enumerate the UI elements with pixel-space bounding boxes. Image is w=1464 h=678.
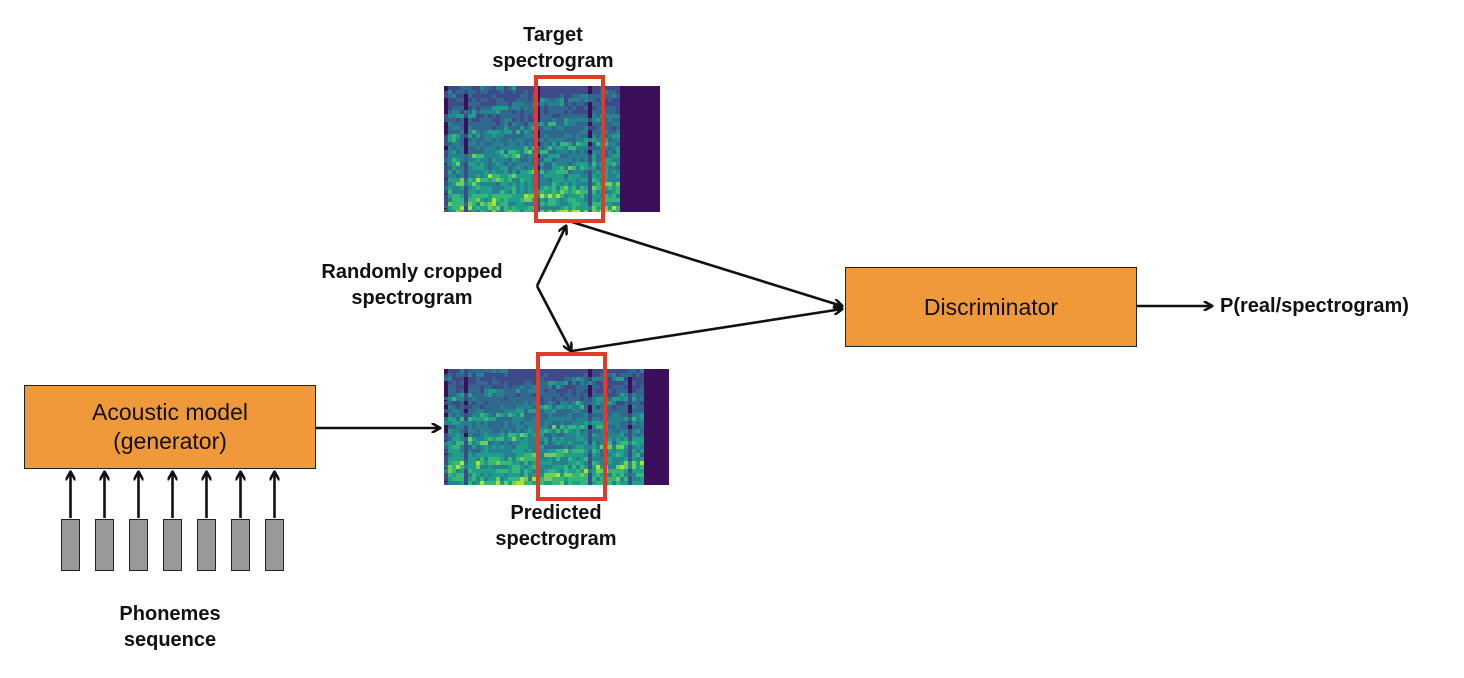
phoneme-token	[197, 519, 216, 571]
acoustic-model-line1: Acoustic model	[92, 399, 248, 425]
output-label: P(real/spectrogram)	[1220, 293, 1456, 319]
predicted-spectrogram-label: Predicted spectrogram	[468, 500, 644, 552]
phonemes-label: Phonemes sequence	[80, 601, 260, 653]
random-crop-line1: Randomly cropped	[321, 261, 503, 283]
arrow-predicted-to-discriminator	[571, 309, 842, 353]
acoustic-model-box: Acoustic model (generator)	[24, 385, 316, 469]
target-label-line2: spectrogram	[492, 50, 614, 72]
arrow-crop-to-target	[535, 226, 566, 287]
discriminator-label: Discriminator	[923, 293, 1059, 320]
phoneme-token	[265, 519, 284, 571]
output-text: P(real/spectrogram)	[1220, 295, 1409, 317]
discriminator-box: Discriminator	[845, 267, 1137, 347]
predicted-crop-box	[536, 352, 607, 501]
phoneme-token	[129, 519, 148, 571]
random-crop-line2: spectrogram	[351, 287, 473, 309]
arrow-crop-to-predicted	[535, 285, 571, 351]
target-crop-box	[534, 75, 605, 223]
acoustic-model-line2: (generator)	[113, 428, 227, 454]
arrow-target-to-discriminator	[571, 220, 842, 306]
predicted-label-line2: spectrogram	[495, 528, 617, 550]
predicted-spectrogram	[444, 369, 669, 485]
predicted-label-line1: Predicted	[510, 502, 602, 524]
random-crop-label: Randomly cropped spectrogram	[308, 259, 516, 311]
phoneme-token	[163, 519, 182, 571]
target-label-line1: Target	[523, 24, 583, 46]
phoneme-token	[95, 519, 114, 571]
phonemes-line1: Phonemes	[119, 603, 221, 625]
phoneme-arrows	[71, 472, 275, 518]
phoneme-token	[61, 519, 80, 571]
target-spectrogram-label: Target spectrogram	[470, 22, 636, 74]
phoneme-token	[231, 519, 250, 571]
phonemes-line2: sequence	[123, 629, 217, 651]
